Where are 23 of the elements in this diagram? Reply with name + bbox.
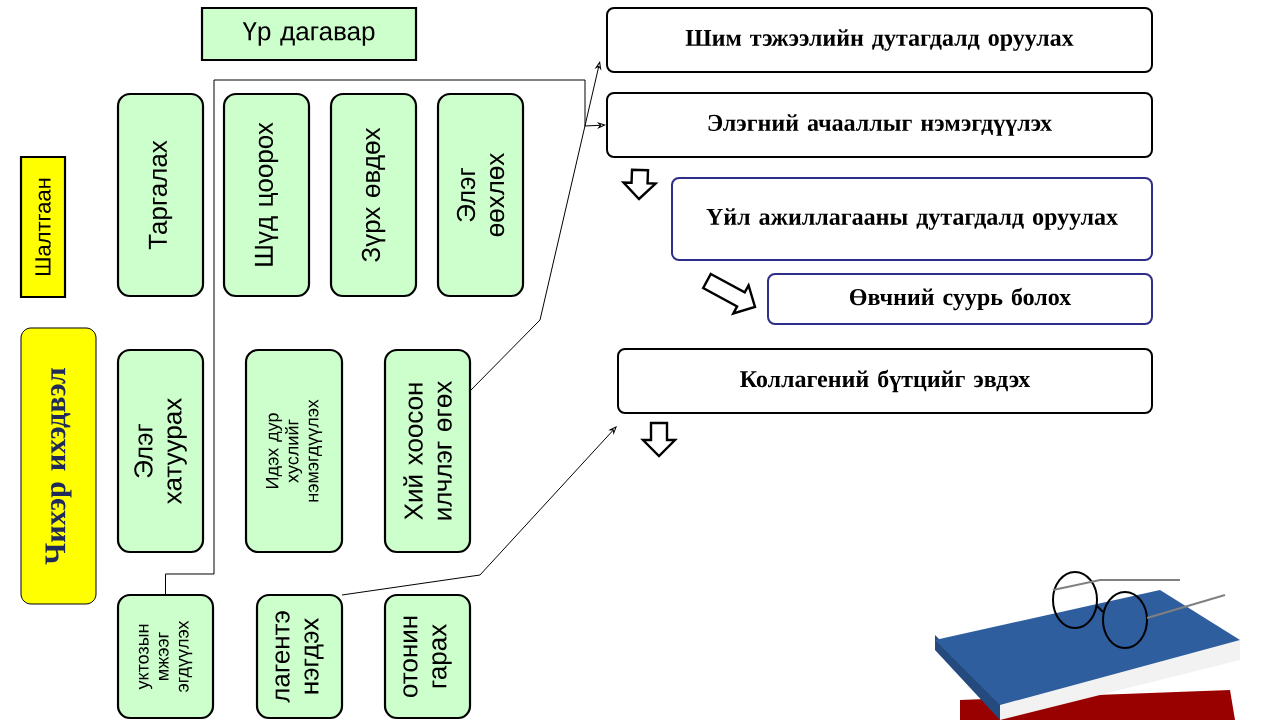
process-box: Элэг өөхлөх (436, 92, 525, 298)
process-box: Үйл ажиллагааны дутагдалд оруулах (671, 177, 1153, 261)
process-box: лагентэ нэгдэх (255, 593, 344, 720)
process-box: Хий хоосон илчлэг өгөх (383, 348, 472, 554)
process-box: Коллагений бүтцийг эвдэх (617, 348, 1153, 414)
process-box: Шим тэжээлийн дутагдалд оруулах (606, 7, 1153, 73)
process-box: Идэх дур хуслийг нэмэгдүүлэх (244, 348, 344, 554)
process-box: Өвчний суурь болох (767, 273, 1153, 325)
process-box: уктозын мжээг эгдүүлэх (116, 593, 215, 720)
arrow (469, 61, 602, 392)
arrow (165, 79, 606, 596)
process-box: Шүд цоорох (222, 92, 311, 298)
label-box: Шалтгаан (19, 155, 67, 299)
process-box: Элэг хатуурах (116, 348, 205, 554)
process-box: Зүрх өвдөх (329, 92, 418, 298)
process-box: Таргалах (116, 92, 205, 298)
block-arrow (640, 421, 678, 458)
process-box: отонин гарах (383, 593, 472, 720)
block-arrow (620, 168, 659, 201)
arrow (341, 426, 617, 596)
process-box: Элэгний ачааллыг нэмэгдүүлэх (606, 92, 1153, 158)
label-box: Үр дагавар (200, 6, 418, 62)
label-box: Чихэр ихэдвэл (20, 327, 97, 605)
